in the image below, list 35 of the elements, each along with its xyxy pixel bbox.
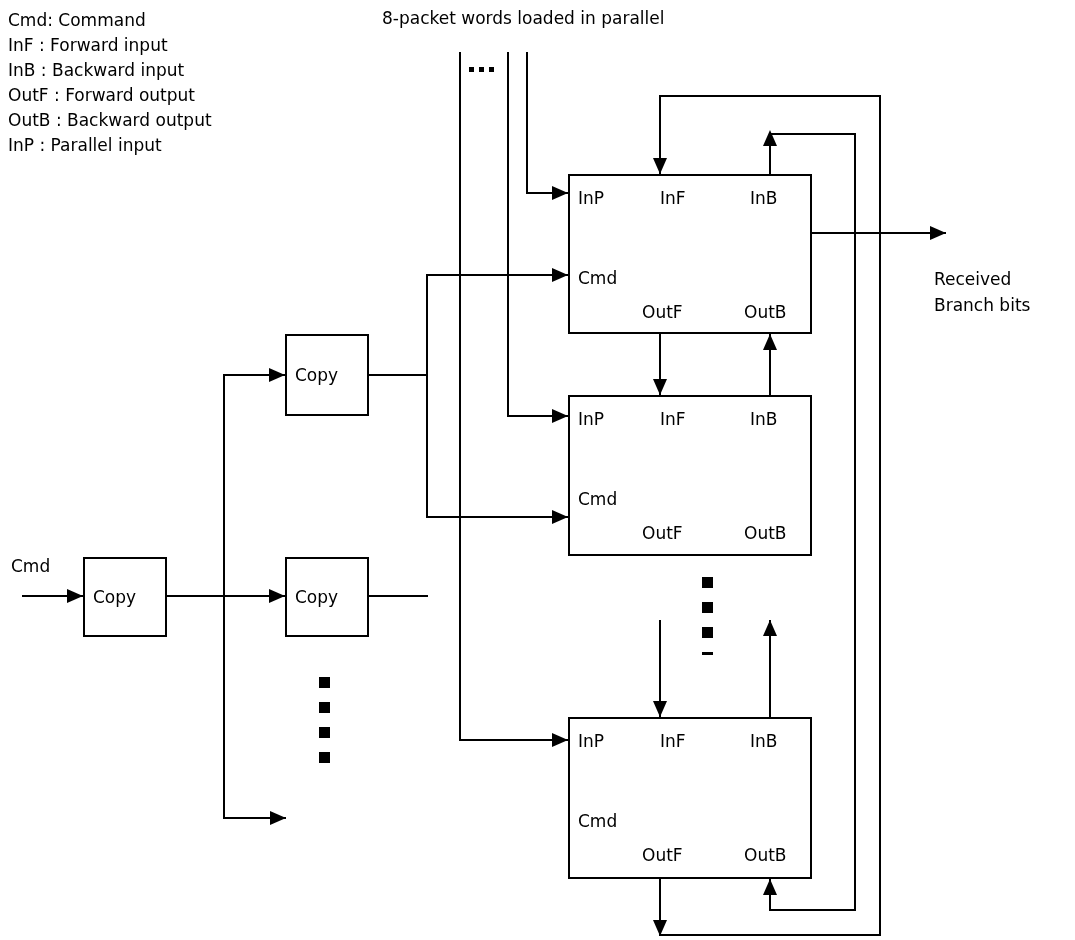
port-label: InB (750, 731, 778, 751)
block-label: Copy (295, 587, 339, 607)
port-label: OutF (642, 523, 683, 543)
port-label: InB (750, 188, 778, 208)
port-label: InB (750, 409, 778, 429)
copy-box (285, 557, 369, 637)
legend-text: InF : Forward input (8, 35, 168, 55)
decoder-block (568, 717, 812, 879)
copy-box (285, 334, 369, 416)
port-label: InP (578, 409, 605, 429)
port-label: InP (578, 188, 605, 208)
port-label: Cmd (578, 268, 618, 288)
decoder-block (568, 395, 812, 556)
legend-text: InP : Parallel input (8, 135, 162, 155)
copy-box (83, 557, 167, 637)
block-label: Copy (93, 587, 137, 607)
legend-text: Cmd: Command (8, 10, 146, 30)
port-label: OutB (744, 302, 787, 322)
legend-text: OutB : Backward output (8, 110, 212, 130)
port-label: InF (660, 188, 686, 208)
legend-text: InB : Backward input (8, 60, 185, 80)
port-label: OutB (744, 845, 787, 865)
port-label: Cmd (578, 811, 618, 831)
block-label: Copy (295, 365, 339, 385)
port-label: OutF (642, 302, 683, 322)
decoder-block (568, 174, 812, 334)
port-label: InP (578, 731, 605, 751)
annotation-text: 8-packet words loaded in parallel (382, 8, 665, 28)
port-label: InF (660, 409, 686, 429)
legend-text: OutF : Forward output (8, 85, 195, 105)
port-label: OutF (642, 845, 683, 865)
port-label: Cmd (578, 489, 618, 509)
port-label: OutB (744, 523, 787, 543)
port-label: InF (660, 731, 686, 751)
annotation-text: Received Branch bits (934, 268, 1032, 317)
